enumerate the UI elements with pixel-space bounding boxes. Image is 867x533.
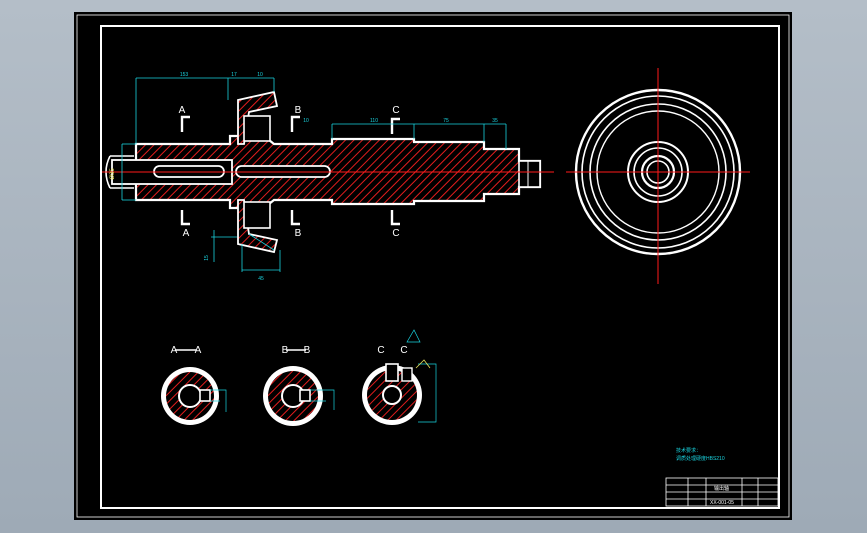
- section-c-top-label: C: [392, 105, 399, 116]
- section-a-top-label: A: [179, 105, 186, 116]
- section-a-bottom-label: A: [183, 228, 190, 239]
- section-markers: [180, 115, 400, 226]
- dim-right-bottom: 45: [258, 276, 264, 282]
- dim-upper-3: 75: [443, 118, 449, 124]
- notes-heading: 技术要求：: [676, 447, 701, 454]
- dim-left-bottom: 15: [204, 255, 210, 261]
- section-b-top-label: B: [295, 105, 302, 116]
- dim-top-2: 17: [231, 72, 237, 78]
- section-view-a-label-right: A: [195, 345, 202, 356]
- cad-drawing: A A B B C C 153 17 10 10 110 75 35 Ø35 4…: [76, 14, 790, 518]
- section-view-c-label-right: C: [400, 345, 407, 356]
- dim-upper-4: 35: [492, 118, 498, 124]
- title-block-part-name: 输出轴: [714, 485, 729, 492]
- title-block-drawing-no: XX-001-05: [710, 500, 734, 506]
- section-view-c: [362, 329, 437, 425]
- section-c-bottom-label: C: [392, 228, 399, 239]
- drawing-sheet: A A B B C C 153 17 10 10 110 75 35 Ø35 4…: [74, 12, 792, 520]
- dim-left-dia: Ø35: [110, 168, 116, 180]
- sheet-outer-border: [76, 14, 790, 518]
- title-block: [665, 477, 779, 507]
- dim-upper-1: 10: [303, 118, 309, 124]
- section-view-b: [263, 349, 335, 426]
- notes-line-1: 调质处理硬度HBS210: [676, 455, 725, 462]
- section-view-a: [161, 349, 227, 425]
- dim-top-3: 10: [257, 72, 263, 78]
- dim-upper-2: 110: [370, 118, 378, 124]
- section-view-c-label-left: C: [377, 345, 384, 356]
- dimension-lines: [121, 77, 507, 272]
- dim-top-1: 153: [180, 72, 189, 78]
- section-b-bottom-label: B: [295, 228, 302, 239]
- section-view-b-label-right: B: [304, 345, 311, 356]
- gear-lower: [237, 199, 279, 254]
- sheet-border: [100, 25, 780, 509]
- section-view-a-label-left: A: [171, 345, 178, 356]
- section-view-b-label-left: B: [282, 345, 289, 356]
